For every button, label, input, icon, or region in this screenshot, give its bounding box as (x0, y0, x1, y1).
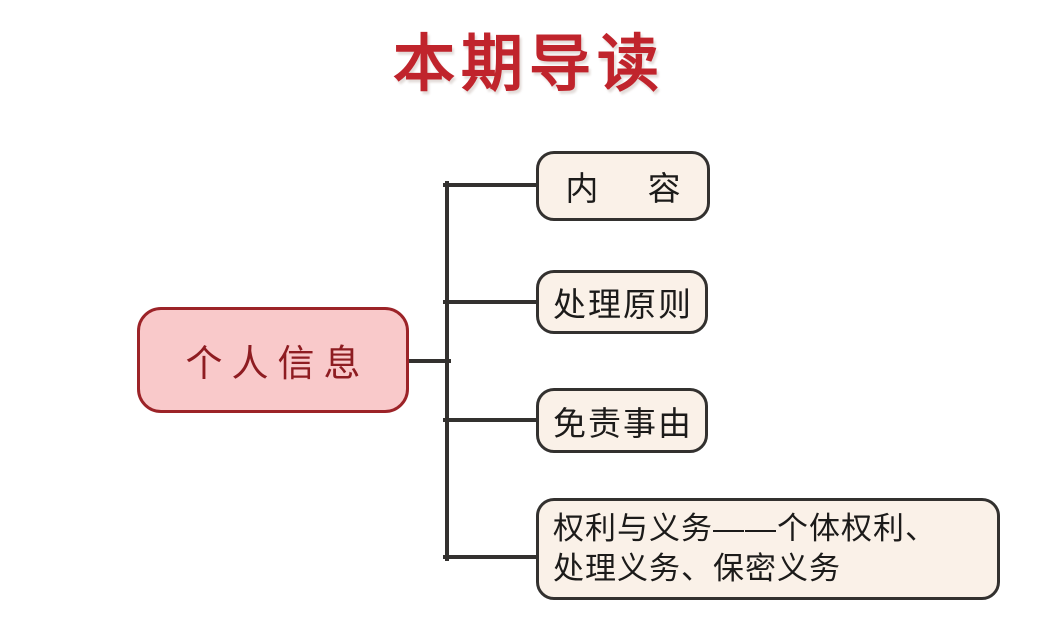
mindmap-child-node-content[interactable]: 内 容 (536, 151, 710, 221)
mindmap-root-node[interactable]: 个人信息 (137, 307, 409, 413)
mindmap-child-node-exemptions[interactable]: 免责事由 (536, 388, 708, 453)
page-title: 本期导读 (392, 27, 665, 100)
mindmap-child-node-principles[interactable]: 处理原则 (536, 270, 708, 334)
mindmap-child-node-rights-obligations[interactable]: 权利与义务——个体权利、 处理义务、保密义务 (536, 498, 1000, 600)
